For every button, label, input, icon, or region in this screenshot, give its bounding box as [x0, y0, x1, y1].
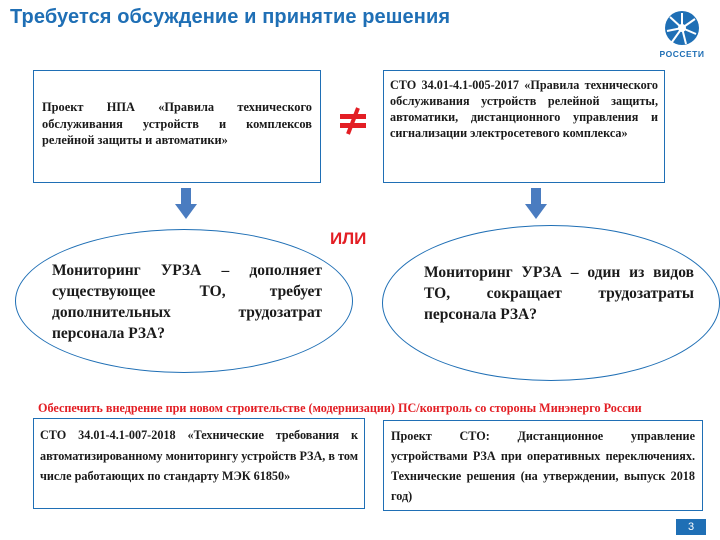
page-title: Требуется обсуждение и принятие решения — [10, 6, 451, 28]
rosseti-logo-icon — [665, 11, 699, 45]
rosseti-logo: РОССЕТИ — [650, 6, 714, 64]
arrow-down-right-icon — [525, 188, 547, 219]
npa-project-text: Проект НПА «Правила технического обслужи… — [42, 100, 312, 147]
page-number: 3 — [676, 519, 706, 535]
sto-project-text: Проект СТО: Дистанционное управление уст… — [391, 429, 695, 503]
sto-005-box: СТО 34.01-4.1-005-2017 «Правила техничес… — [383, 70, 665, 183]
not-equal-icon — [340, 107, 366, 135]
right-ellipse — [382, 225, 720, 381]
red-note: Обеспечить внедрение при новом строитель… — [38, 401, 642, 415]
npa-project-box: Проект НПА «Правила технического обслужи… — [33, 70, 321, 183]
sto-007-box: СТО 34.01-4.1-007-2018 «Технические треб… — [33, 418, 365, 509]
left-ellipse — [15, 229, 353, 373]
left-ellipse-text: Мониторинг УРЗА – дополняет существующее… — [52, 262, 322, 342]
logo-text: РОССЕТИ — [659, 49, 705, 59]
sto-007-text: СТО 34.01-4.1-007-2018 «Технические треб… — [40, 428, 358, 483]
arrow-down-left-icon — [175, 188, 197, 219]
right-ellipse-text: Мониторинг УРЗА – один из видов ТО, сокр… — [424, 264, 694, 323]
sto-005-text: СТО 34.01-4.1-005-2017 «Правила техничес… — [390, 78, 658, 140]
or-label: ИЛИ — [330, 229, 367, 248]
sto-project-box: Проект СТО: Дистанционное управление уст… — [383, 420, 703, 511]
